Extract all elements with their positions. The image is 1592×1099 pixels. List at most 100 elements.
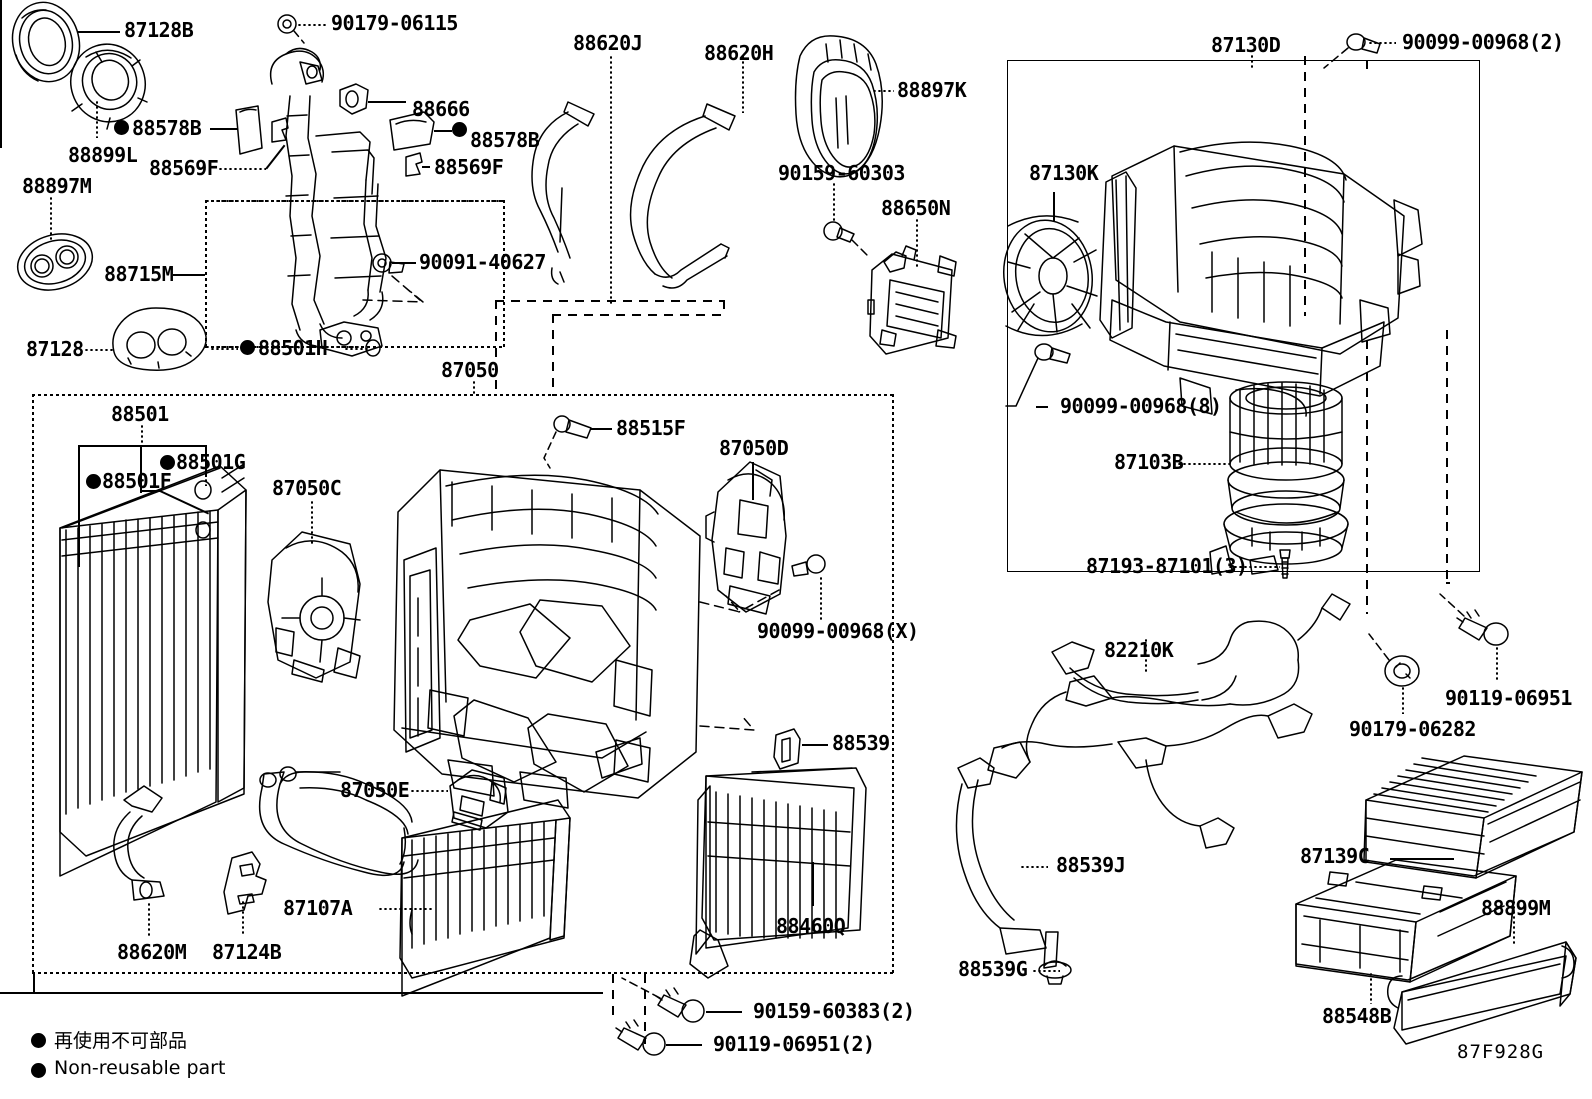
leader-88539g xyxy=(1032,970,1060,972)
leader-88539j xyxy=(1020,866,1048,868)
label-87107a: 87107A xyxy=(283,896,353,920)
part-90159-60303-art xyxy=(824,222,870,258)
leader-90179-06115 xyxy=(297,24,327,26)
dash-connector-c xyxy=(723,300,726,316)
dash-connector-b xyxy=(552,314,555,396)
leader-87124b xyxy=(242,900,244,936)
label-88578b-right: 88578B xyxy=(470,128,540,152)
part-88897k-art xyxy=(796,36,883,177)
label-88539j: 88539J xyxy=(1056,853,1126,877)
label-88715m: 88715M xyxy=(104,262,174,286)
dash-connector-right-2 xyxy=(1366,340,1369,614)
legend-japanese: 再使用不可部品 xyxy=(54,1030,188,1052)
label-90091-40627: 90091-40627 xyxy=(419,250,546,274)
label-87139c: 87139C xyxy=(1300,844,1370,868)
leader-88578b-left xyxy=(210,128,238,130)
part-88620h-art xyxy=(631,104,735,288)
dash-connector-b-top xyxy=(552,314,724,317)
label-87103b: 87103B xyxy=(1114,450,1184,474)
leader-88650n xyxy=(916,218,918,268)
label-88666: 88666 xyxy=(412,97,470,121)
leader-90119-06951 xyxy=(1496,646,1498,682)
leader-88548b xyxy=(1370,972,1372,1004)
leader-87050c xyxy=(311,500,313,546)
label-82210k: 82210K xyxy=(1104,638,1174,662)
leader-82210k xyxy=(1145,638,1147,674)
bracket-88501-top xyxy=(78,445,206,447)
label-88897k: 88897K xyxy=(897,78,967,102)
leader-87139c xyxy=(1390,858,1454,860)
leader-88620h xyxy=(742,55,744,113)
legend-english: Non-reusable part xyxy=(54,1057,226,1079)
leader-87050e xyxy=(410,790,448,792)
bracket-88501-right xyxy=(205,445,207,477)
label-88539: 88539 xyxy=(832,731,890,755)
leader-87107a xyxy=(378,908,434,910)
label-88548b: 88548B xyxy=(1322,1004,1392,1028)
dash-connector-right-3 xyxy=(1446,330,1449,582)
leader-90119-06951-2 xyxy=(666,1044,702,1046)
leader-88899l xyxy=(96,100,98,138)
nonreusable-dot-88501f xyxy=(86,474,101,489)
label-87050c: 87050C xyxy=(272,476,342,500)
leader-88501h xyxy=(344,348,368,350)
sheet-code: 87F928G xyxy=(1457,1041,1545,1063)
leader-88897k xyxy=(872,90,894,92)
label-88650n: 88650N xyxy=(881,196,951,220)
dash-connector-main-1 xyxy=(612,974,615,1020)
leader-87193-87101 xyxy=(1228,566,1280,568)
part-87139c-art xyxy=(1364,756,1582,878)
panel-87130d xyxy=(1007,60,1480,572)
label-88569f-left: 88569F xyxy=(149,156,219,180)
dash-connector-a xyxy=(495,300,498,396)
label-87130k: 87130K xyxy=(1029,161,1099,185)
bracket-88715m-bottom xyxy=(205,346,365,348)
nonreusable-dot-legend-jp xyxy=(31,1033,46,1048)
part-88578b-left-art xyxy=(236,106,262,154)
bracket-88501-mid xyxy=(140,445,142,493)
part-87128b-art xyxy=(4,0,87,89)
leader-88620j xyxy=(610,55,612,305)
dash-connector-right-1 xyxy=(1366,60,1369,72)
leader-90099-00968-8 xyxy=(1036,406,1048,408)
part-88539g-art xyxy=(1039,961,1071,984)
label-88620m: 88620M xyxy=(117,940,187,964)
leader-90179-06282 xyxy=(1402,686,1404,714)
part-90119-06951-art xyxy=(1440,594,1508,645)
nonreusable-dot-legend-en xyxy=(31,1063,46,1078)
bracket-88501-leg xyxy=(140,490,160,492)
leader-87130d xyxy=(1251,54,1253,68)
legend-divider xyxy=(0,992,603,994)
nonreusable-dot-88578b-right xyxy=(452,122,467,137)
part-88548b-art xyxy=(1296,860,1516,982)
label-88578b-left: 88578B xyxy=(132,116,202,140)
dash-connector-right-4 xyxy=(1446,582,1450,585)
label-88501h: 88501H xyxy=(258,336,328,360)
leader-90099-00968-2 xyxy=(1368,42,1396,44)
leader-88569f-left-diag xyxy=(265,144,286,170)
part-88569f-right-art xyxy=(406,153,422,176)
label-87128: 87128 xyxy=(26,337,84,361)
part-87128-art xyxy=(113,308,206,370)
panel-88715m xyxy=(205,200,505,348)
label-90119-06951: 90119-06951 xyxy=(1445,686,1572,710)
part-88897m-art xyxy=(11,226,99,299)
label-90159-60303: 90159-60303 xyxy=(778,161,905,185)
dash-connector-main-2 xyxy=(644,974,647,1044)
label-88569f-right: 88569F xyxy=(434,155,504,179)
label-88539g: 88539G xyxy=(958,957,1028,981)
leader-90159-60303 xyxy=(833,182,835,222)
label-88501g: 88501G xyxy=(176,450,246,474)
label-88899l: 88899L xyxy=(68,143,138,167)
part-90159-60383-2-art xyxy=(622,978,704,1022)
part-88899m-art xyxy=(1388,942,1576,1044)
bracket-88501-left xyxy=(78,445,80,567)
leader-88899m xyxy=(1513,900,1515,944)
leader-88569f-right xyxy=(422,166,430,168)
part-90119-06951-2-art xyxy=(616,1020,665,1055)
label-87050e: 87050E xyxy=(340,778,410,802)
leader-87128 xyxy=(84,349,114,351)
label-88460q: 88460Q xyxy=(776,914,846,938)
part-90179-06282-art xyxy=(1369,634,1419,686)
